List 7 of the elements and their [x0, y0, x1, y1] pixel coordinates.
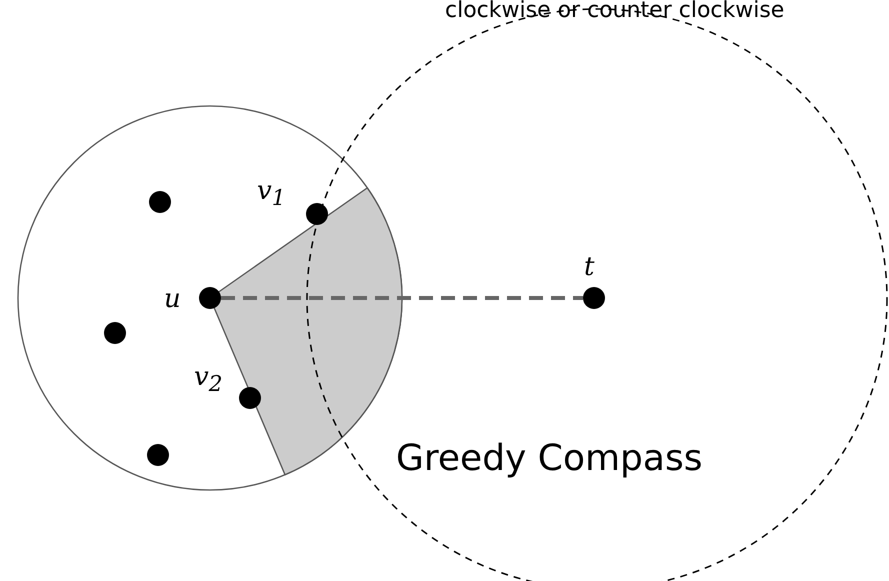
- point-label: v$_{1}$: [257, 178, 286, 212]
- direction-note: clockwise or counter clockwise: [445, 0, 784, 23]
- point-label: v$_{2}$: [194, 364, 222, 398]
- point-label: u: [164, 286, 181, 312]
- figure-label: Greedy Compass: [396, 438, 702, 479]
- dashed-line: [221, 296, 583, 300]
- point-label: t: [584, 254, 594, 280]
